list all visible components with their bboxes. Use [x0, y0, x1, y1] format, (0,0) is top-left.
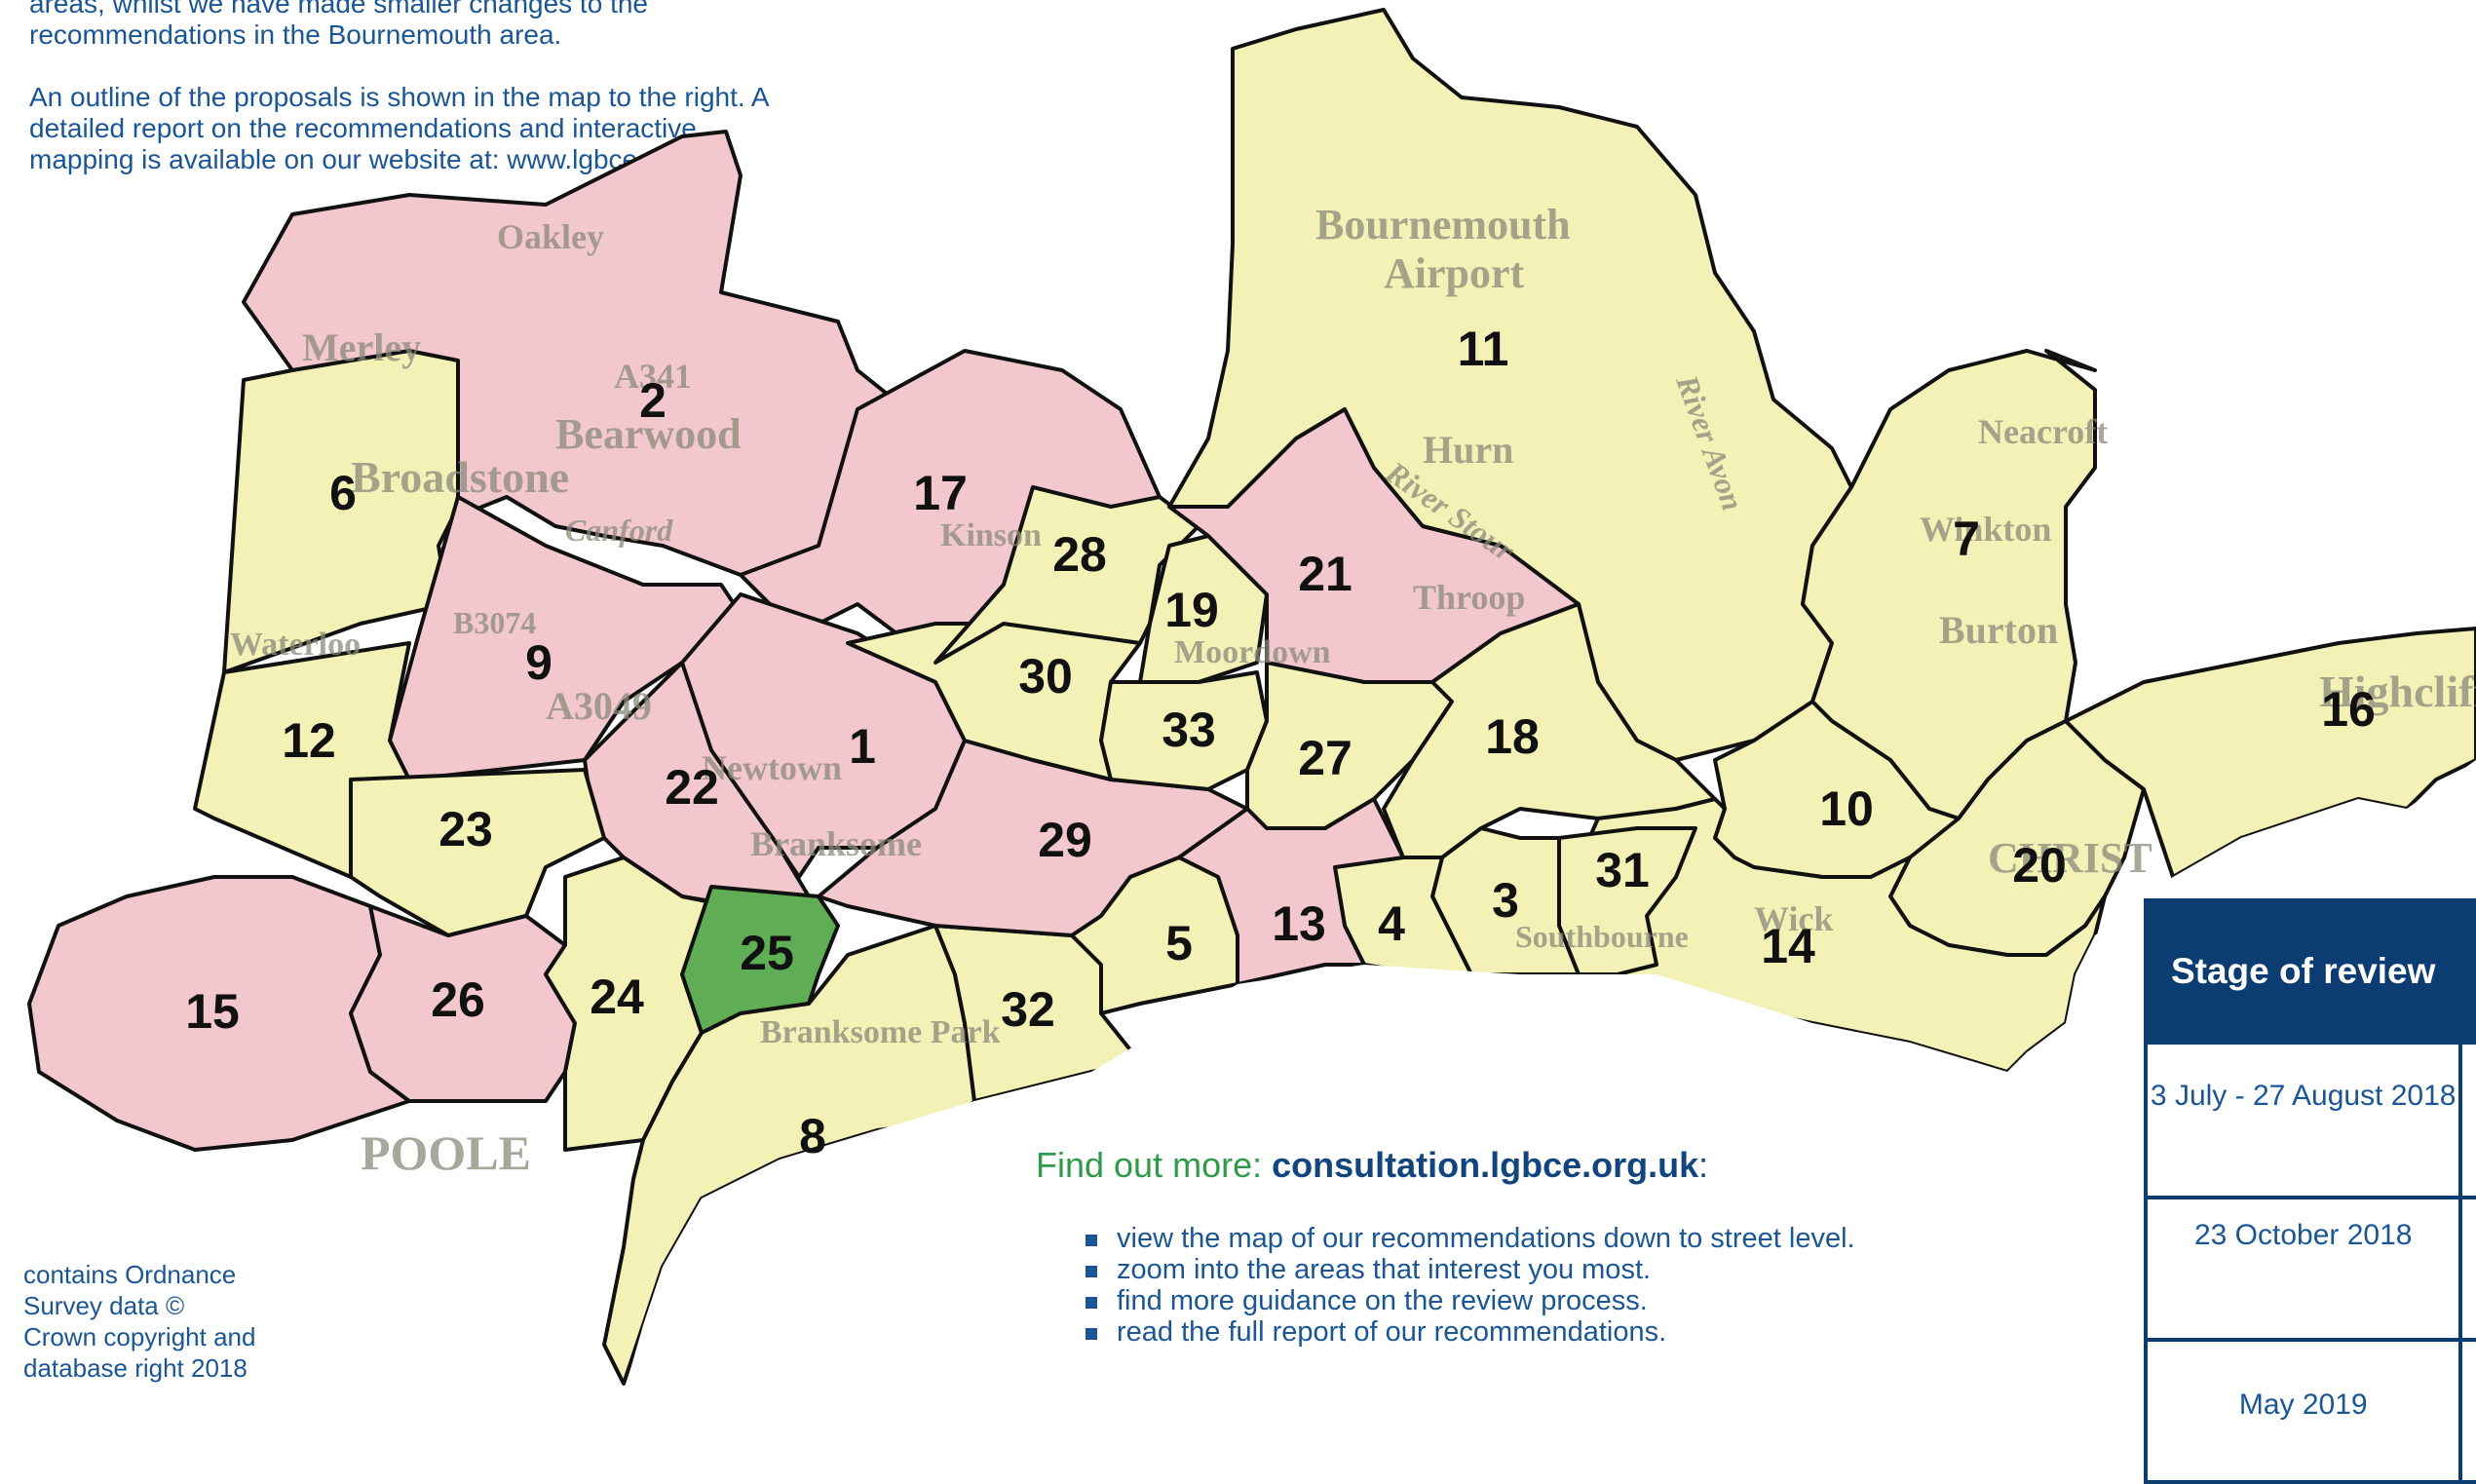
ward-label-33: 33 [1162, 703, 1216, 757]
place-label-throop: Throop [1413, 578, 1525, 617]
place-label-waterloo: Waterloo [230, 627, 361, 663]
stage-table-header: Stage of review [2143, 898, 2463, 1045]
table-row: 3 July - 27 August 2018 [2143, 1041, 2476, 1199]
find-out-more: Find out more: consultation.lgbce.org.uk… [1036, 1145, 1708, 1186]
place-label-a3049: A3049 [546, 684, 652, 728]
ward-label-10: 10 [1819, 781, 1874, 836]
table-row: 23 October 2018 [2143, 1196, 2476, 1342]
ward-label-15: 15 [185, 984, 240, 1039]
ward-label-7: 7 [1953, 512, 1980, 566]
ward-area-5 [1070, 856, 1239, 1015]
ward-label-32: 32 [1001, 982, 1055, 1037]
stage-table: Stage of review 3 July - 27 August 2018 … [2143, 898, 2476, 1484]
stage-table-header-cut [2458, 898, 2476, 1045]
place-label-neacroft: Neacroft [1978, 412, 2108, 451]
ward-label-17: 17 [913, 466, 968, 520]
ward-label-31: 31 [1595, 843, 1650, 897]
place-label-kinson: Kinson [940, 517, 1042, 553]
place-label-broadstone: Broadstone [351, 452, 569, 502]
ward-label-21: 21 [1298, 547, 1352, 601]
place-label-bearwood: Bearwood [555, 410, 742, 458]
list-item: read the full report of our recommendati… [1082, 1316, 1855, 1348]
place-label-christchurch: CHRIST [1988, 834, 2152, 882]
place-label-b3074: B3074 [453, 605, 536, 640]
stage-cut [2458, 1338, 2476, 1484]
find-more-suffix: : [1698, 1145, 1709, 1185]
intro-line-1: areas, whilst we have made smaller chang… [29, 0, 648, 19]
stage-cut [2458, 1196, 2476, 1342]
ward-label-18: 18 [1485, 709, 1540, 764]
list-item: view the map of our recommendations down… [1082, 1223, 1855, 1254]
stage-date: 23 October 2018 [2143, 1196, 2463, 1342]
place-label-airport: Airport [1384, 249, 1525, 297]
place-label-winkton: Winkton [1920, 510, 2051, 549]
ward-label-29: 29 [1038, 813, 1092, 867]
place-label-bournemouth: Bournemouth [1315, 201, 1571, 248]
ward-label-3: 3 [1492, 873, 1519, 928]
ward-label-20: 20 [2012, 838, 2067, 893]
intro-line-2: recommendations in the Bournemouth area. [29, 19, 562, 50]
place-label-a341: A341 [614, 357, 692, 396]
place-labels: Bournemouth Airport Hurn Broadstone Bear… [230, 201, 2476, 1180]
stage-cut [2458, 1041, 2476, 1199]
ward-label-13: 13 [1272, 896, 1326, 951]
ward-label-6: 6 [329, 466, 357, 520]
ward-label-26: 26 [431, 972, 485, 1027]
place-label-hurn: Hurn [1423, 428, 1513, 472]
table-row: May 2019 [2143, 1338, 2476, 1484]
find-more-prefix: Find out more: [1036, 1145, 1273, 1185]
consultation-link[interactable]: consultation.lgbce.org.uk [1272, 1145, 1699, 1185]
ward-label-4: 4 [1378, 896, 1405, 951]
ward-label-16: 16 [2321, 682, 2376, 737]
ward-label-30: 30 [1018, 649, 1073, 704]
ward-label-9: 9 [525, 635, 552, 690]
ward-label-24: 24 [590, 970, 644, 1024]
ward-label-14: 14 [1761, 919, 1815, 973]
list-item: find more guidance on the review process… [1082, 1285, 1855, 1316]
ward-numbers: 1 2 3 4 5 6 7 8 9 10 11 12 13 14 15 16 1… [185, 322, 2376, 1163]
place-label-highcliffe: Highcliffe [2319, 666, 2476, 716]
ward-label-1: 1 [849, 719, 876, 774]
ward-label-27: 27 [1298, 731, 1352, 785]
ward-label-25: 25 [740, 926, 794, 980]
place-label-branksome-park: Branksome Park [760, 1014, 1001, 1050]
ward-label-28: 28 [1052, 527, 1107, 582]
place-label-moordown: Moordown [1174, 634, 1331, 670]
ward-label-2: 2 [639, 373, 667, 428]
ward-label-22: 22 [665, 760, 719, 815]
place-label-burton: Burton [1939, 608, 2058, 652]
stage-date: May 2019 [2143, 1338, 2463, 1484]
place-label-branksome: Branksome [750, 824, 922, 863]
place-label-southbourne: Southbourne [1515, 919, 1689, 954]
copyright-notice: contains Ordnance Survey data © Crown co… [23, 1260, 256, 1383]
place-label-merley: Merley [302, 325, 421, 369]
place-label-poole: POOLE [361, 1125, 531, 1180]
stage-date: 3 July - 27 August 2018 [2143, 1041, 2463, 1199]
place-label-newtown: Newtown [702, 748, 842, 787]
ward-label-11: 11 [1458, 322, 1509, 376]
ward-label-23: 23 [438, 802, 493, 856]
ward-areas [27, 8, 2476, 1386]
list-item: zoom into the areas that interest you mo… [1082, 1254, 1855, 1285]
ward-area-16 [2064, 627, 2476, 879]
find-more-list: view the map of our recommendations down… [1082, 1223, 1855, 1348]
place-label-wick: Wick [1754, 899, 1833, 938]
place-label-oakley: Oakley [497, 217, 604, 256]
ward-label-8: 8 [799, 1109, 826, 1163]
place-label-canford: Canford [565, 513, 673, 548]
ward-label-12: 12 [282, 713, 336, 768]
ward-label-5: 5 [1165, 916, 1193, 970]
ward-label-19: 19 [1164, 583, 1219, 637]
